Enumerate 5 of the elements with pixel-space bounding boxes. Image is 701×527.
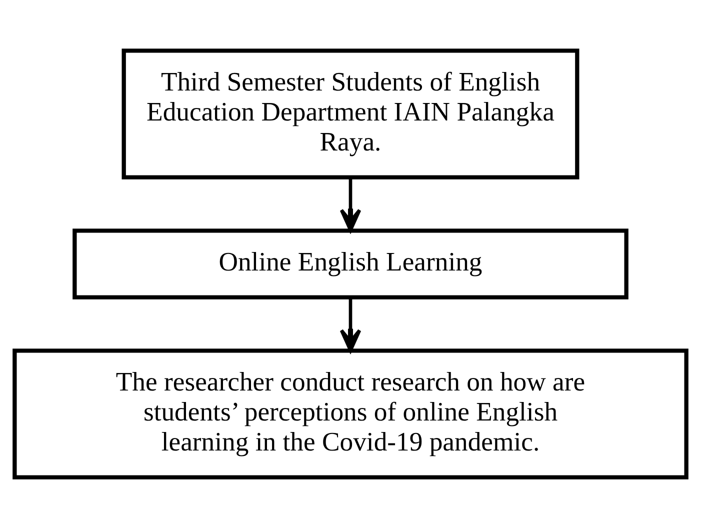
- arrow: [340, 176, 362, 232]
- node-box: Online English Learning: [72, 228, 628, 299]
- node-box: Third Semester Students of English Education Department IAIN Palangka Raya.: [122, 48, 580, 179]
- node-box: The researcher conduct research on how are students’ perceptions of online English learning in the Covid-19 pandemic.: [12, 348, 688, 479]
- arrow: [340, 296, 362, 352]
